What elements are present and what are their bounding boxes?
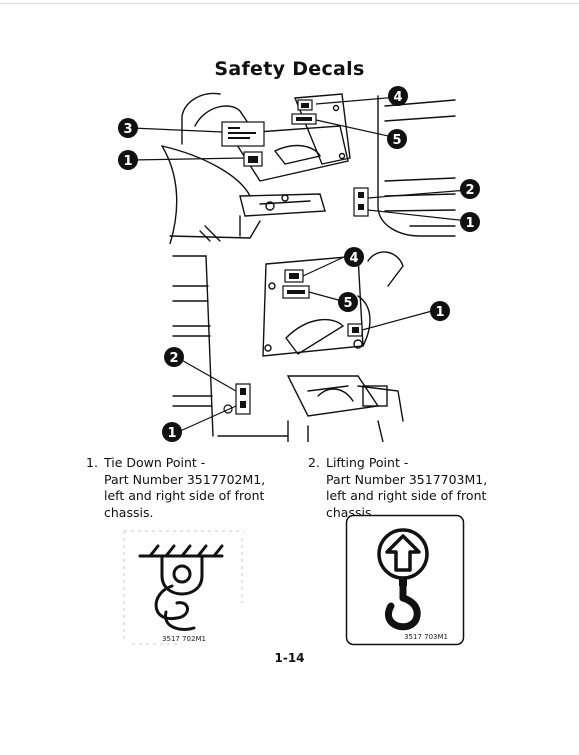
upper-illustration: 3 1 4 5 2 1 [118, 86, 480, 244]
tie-down-part-code: 3517 702M1 [162, 635, 206, 643]
callout-1: 1 [162, 422, 182, 442]
item-line: Part Number 3517702M1, [104, 471, 266, 487]
page-title: Safety Decals [214, 58, 365, 80]
svg-text:4: 4 [393, 90, 402, 105]
callout-1: 1 [118, 150, 138, 170]
callout-3: 3 [118, 118, 138, 138]
svg-text:5: 5 [343, 296, 352, 311]
top-rule [0, 3, 579, 4]
svg-text:2: 2 [169, 351, 178, 366]
callout-5: 5 [338, 292, 358, 312]
svg-text:2: 2 [465, 183, 474, 198]
lifting-decal: 3517 703M1 [345, 514, 465, 646]
item-line: left and right side of front [326, 488, 487, 503]
item-lifting: 2. Lifting Point - Part Number 3517703M1… [308, 455, 528, 525]
item-line: left and right side of front [104, 488, 265, 503]
callout-4: 4 [388, 86, 408, 106]
item-number: 2. [308, 455, 320, 470]
lower-illustration: 4 5 1 2 1 [162, 247, 450, 442]
callout-2: 2 [460, 179, 480, 199]
svg-text:1: 1 [465, 216, 474, 231]
callout-1: 1 [460, 212, 480, 232]
svg-text:5: 5 [392, 133, 401, 148]
callout-1: 1 [430, 301, 450, 321]
svg-text:4: 4 [349, 251, 358, 266]
tie-down-icon [138, 544, 224, 631]
lifting-part-code: 3517 703M1 [404, 633, 448, 641]
item-line: Tie Down Point - [104, 455, 206, 470]
item-number: 1. [86, 455, 98, 470]
tie-down-decal: 3517 702M1 [123, 530, 244, 645]
item-line: Part Number 3517703M1, [326, 471, 488, 487]
page-number: 1-14 [274, 651, 305, 665]
svg-text:1: 1 [123, 154, 132, 169]
callout-2: 2 [164, 347, 184, 367]
item-tie-down: 1. Tie Down Point - Part Number 3517702M… [86, 455, 286, 525]
svg-text:3: 3 [123, 122, 132, 137]
item-line: chassis. [104, 504, 154, 520]
svg-text:1: 1 [167, 426, 176, 441]
callout-4: 4 [344, 247, 364, 267]
svg-text:1: 1 [435, 305, 444, 320]
callout-5: 5 [387, 129, 407, 149]
item-line: Lifting Point - [326, 455, 409, 470]
